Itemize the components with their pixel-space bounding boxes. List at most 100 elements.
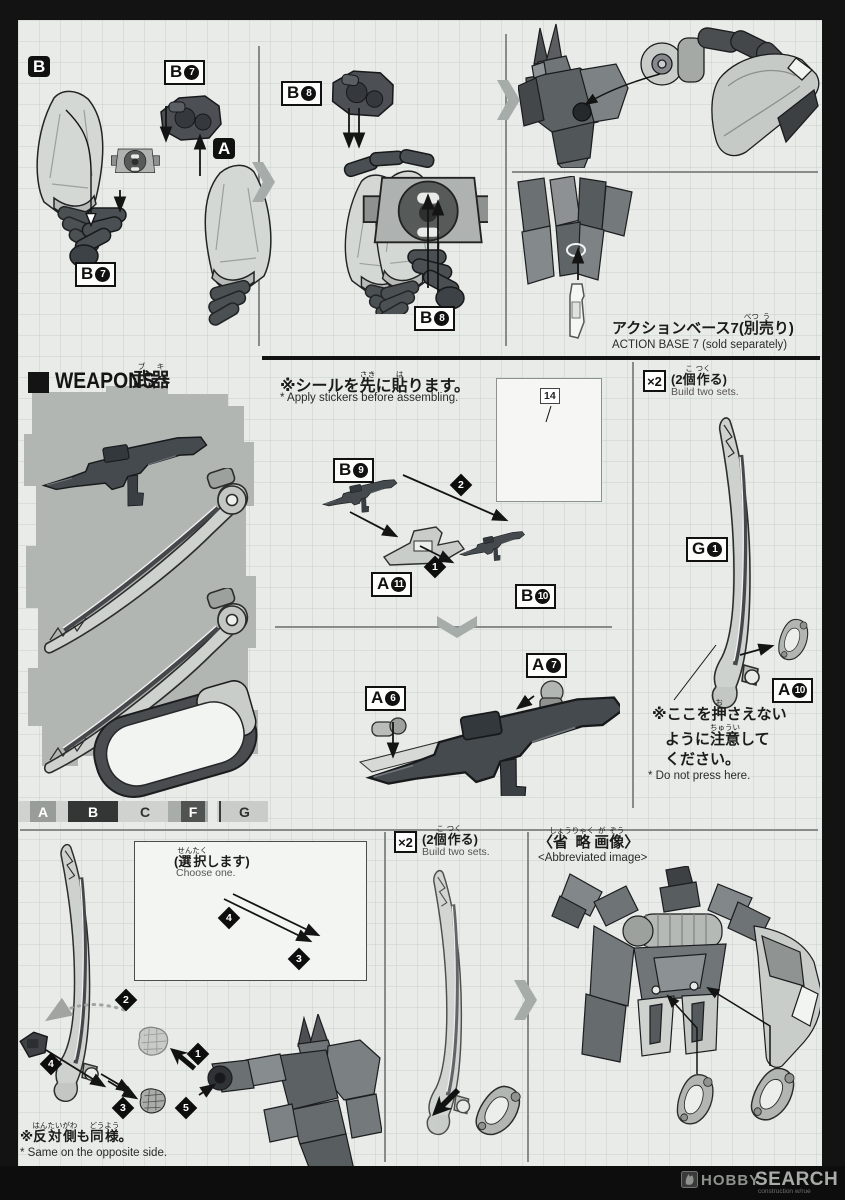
no-press-note-jp1: ※ここを押おさえない: [652, 698, 787, 723]
runner-g: G: [221, 801, 268, 822]
hobby-search-logo-icon: [681, 1171, 698, 1188]
polycap-joint-illustration: [110, 142, 172, 188]
shoulder-assembly-illustration: [343, 148, 488, 314]
runner-b: B: [68, 801, 118, 822]
x2-text: ×2: [647, 373, 662, 389]
abbreviated-image-jp: 〈省略しょうりゃく画が像ぞう〉: [538, 826, 640, 851]
label-number: 7: [95, 266, 111, 282]
label-number: 11: [391, 576, 407, 592]
next-step-chevron-1: [252, 162, 275, 202]
label-number: 10: [792, 682, 808, 698]
build-two-en-2: Build two sets.: [422, 846, 490, 858]
action-base-adapter-illustration: [569, 283, 585, 339]
watermark-sub-text: construction w/rue: [758, 1188, 811, 1195]
divider-step2-step3: [505, 34, 507, 346]
label-letter: B: [81, 264, 94, 283]
next-substep-chevron-down: [437, 616, 477, 638]
hand-part-illustration: [135, 1086, 173, 1118]
hook-part-1-illustration: [674, 1070, 720, 1130]
action-base-note-jp: アクションベース7(別べつ売うり): [612, 312, 794, 337]
build-two-jp: (2個こ作つくる): [671, 364, 727, 387]
runner-c: C: [133, 801, 157, 822]
abbreviated-image-en: <Abbreviated image>: [538, 852, 648, 864]
runner-letter: C: [139, 803, 151, 820]
label-number: 7: [546, 657, 562, 673]
part-b8-joint-illustration: [326, 66, 400, 124]
runner-letter: G: [239, 803, 250, 820]
label-letter: B: [287, 83, 300, 102]
step-marker-number: 4: [226, 912, 232, 924]
weapons-header-jp: 武器ブキ: [132, 362, 171, 391]
divider-mid-right: [632, 362, 634, 808]
choose-one-en: Choose one.: [176, 867, 236, 879]
stock-part-illustration: [18, 1030, 48, 1058]
part-a6-illustration: [371, 717, 407, 737]
weapons-shield-illustration: [93, 680, 258, 798]
label-letter: A: [532, 655, 545, 674]
divider-step3-images: [512, 171, 818, 173]
divider-bottom-row: [20, 829, 818, 831]
no-press-note-jp3: ください。: [665, 751, 741, 768]
no-press-note-jp2: ように注意ちゅういして: [665, 723, 770, 748]
no-press-note-en: * Do not press here.: [648, 770, 751, 782]
sword-bottom-left-illustration: [40, 842, 126, 1134]
build-two-jp-2: (2個こ作つくる): [422, 824, 478, 847]
runner-f: F: [181, 801, 205, 822]
runner-a: A: [30, 801, 56, 822]
next-step-chevron-3: [514, 980, 537, 1020]
weapons-header-title: WEAPONS: [55, 368, 156, 393]
rifle-a6-illustration: [358, 686, 620, 796]
watermark-search-text: SEARCH: [755, 1169, 839, 1190]
hook-part-2-illustration: [750, 1062, 798, 1126]
part-tag-a: A: [213, 138, 236, 159]
sticker-note-en: * Apply stickers before assembling.: [280, 392, 459, 404]
bottom-frame-bar: [0, 1166, 845, 1200]
part-b8-elbow-illustration: [402, 248, 468, 310]
label-letter: A: [778, 680, 791, 699]
sticker-note-jp: ※シールを先さきに貼はります。: [280, 370, 471, 395]
label-number: 8: [434, 310, 450, 326]
step-marker-number: 2: [123, 994, 129, 1006]
label-letter: B: [420, 308, 433, 327]
build-two-x2-icon-2: ×2: [394, 831, 417, 853]
action-base-note-en: ACTION BASE 7 (sold separately): [612, 339, 788, 351]
weapons-header-square-icon: [28, 372, 49, 393]
label-number: 8: [301, 85, 317, 101]
waist-legs-illustration: [517, 176, 633, 285]
x2-text: ×2: [398, 834, 413, 850]
next-step-chevron-2: [497, 80, 520, 120]
runner-gap: [208, 801, 217, 822]
ghost-hand-part-illustration: [133, 1024, 173, 1058]
part-tag-b-text: B: [33, 57, 46, 76]
grip-part-illustration: [475, 1082, 523, 1142]
divider-bottom-1: [384, 832, 386, 1162]
label-number: 9: [353, 462, 369, 478]
watermark-hobby-text: HOBBY: [701, 1172, 761, 1189]
sticker-number-label: 14: [540, 388, 560, 404]
runner-usage-bar: A B C F G: [18, 801, 268, 822]
label-number: 6: [385, 690, 401, 706]
runner-letter: A: [37, 803, 49, 820]
label-letter: B: [521, 586, 534, 605]
part-a10-illustration: [776, 616, 818, 670]
divider-weapons-top: [262, 356, 820, 360]
step-marker-number: 2: [458, 479, 464, 491]
runner-letter: F: [188, 803, 198, 820]
label-letter: A: [371, 688, 384, 707]
step-marker-number: 1: [432, 561, 438, 573]
step-marker-number: 4: [48, 1058, 54, 1070]
build-two-en: Build two sets.: [671, 386, 739, 398]
build-two-x2-icon: ×2: [643, 370, 666, 392]
part-tag-b: B: [28, 56, 51, 77]
label-number: 1: [707, 541, 723, 557]
step-marker-number: 3: [120, 1102, 126, 1114]
label-letter: B: [170, 62, 183, 81]
